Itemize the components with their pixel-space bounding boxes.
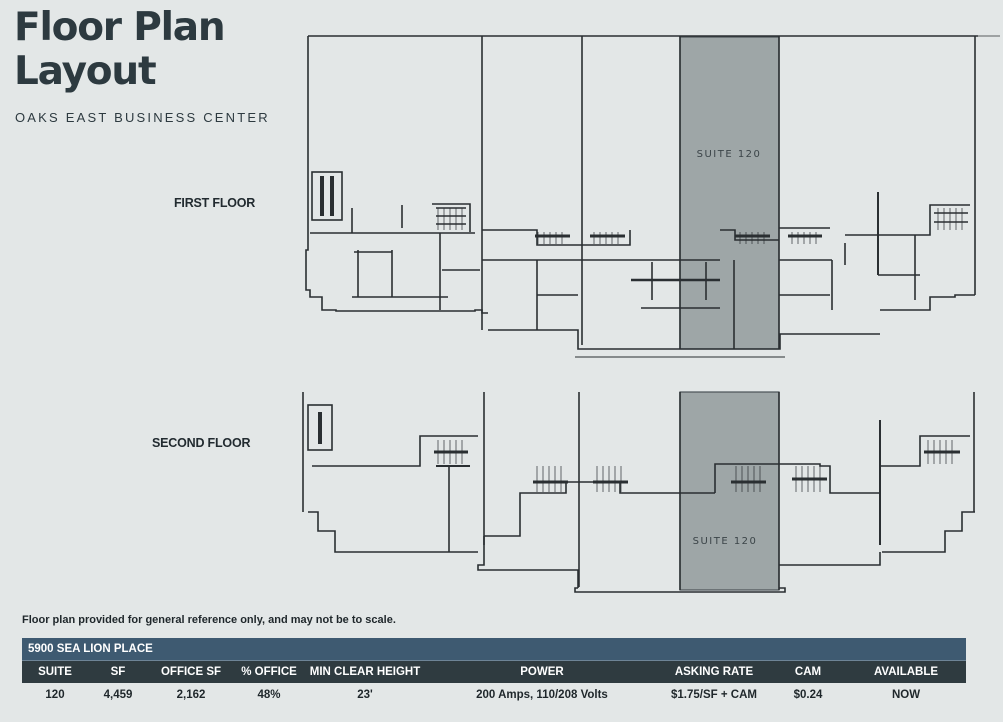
- table-caption-row: 5900 SEA LION PLACE: [22, 638, 966, 661]
- title-line-2: Layout: [14, 49, 157, 94]
- cell-available: NOW: [891, 689, 921, 701]
- suite-120-second-floor: [679, 391, 780, 591]
- cell-percent-office: 48%: [257, 689, 281, 701]
- first-floor-label: FIRST FLOOR: [174, 196, 256, 210]
- col-header-asking-rate: ASKING RATE: [658, 660, 770, 683]
- disclaimer-note: Floor plan provided for general referenc…: [22, 614, 396, 626]
- cell-min-clear-height: 23': [357, 689, 373, 701]
- suite-120-first-floor-label: SUITE 120: [697, 149, 762, 160]
- cell-office-sf: 2,162: [176, 689, 206, 701]
- col-header-available: AVAILABLE: [846, 660, 966, 683]
- second-floor-label: SECOND FLOOR: [152, 436, 251, 450]
- table-header-row: SUITE SF OFFICE SF % OFFICE MIN CLEAR HE…: [22, 660, 966, 683]
- page-title: Floor Plan Layout: [14, 5, 226, 94]
- suite-availability-table: 5900 SEA LION PLACE SUITE SF OFFICE SF %…: [22, 638, 966, 707]
- table-row: 120 4,459 2,162 48% 23' 200 Amps, 110/20…: [22, 683, 966, 707]
- suite-120-first-floor: [679, 36, 780, 350]
- title-line-1: Floor Plan: [14, 5, 226, 50]
- cell-sf: 4,459: [103, 689, 133, 701]
- cell-suite: 120: [45, 689, 65, 701]
- page-subtitle: OAKS EAST BUSINESS CENTER: [15, 110, 270, 125]
- col-header-min-clear-height: MIN CLEAR HEIGHT: [304, 660, 426, 683]
- cell-cam: $0.24: [793, 689, 823, 701]
- cell-power: 200 Amps, 110/208 Volts: [476, 689, 608, 701]
- col-header-power: POWER: [426, 660, 658, 683]
- col-header-sf: SF: [88, 660, 148, 683]
- col-header-cam: CAM: [770, 660, 846, 683]
- table-caption: 5900 SEA LION PLACE: [22, 638, 966, 661]
- suite-120-second-floor-label: SUITE 120: [693, 536, 758, 547]
- col-header-office-sf: OFFICE SF: [148, 660, 234, 683]
- col-header-percent-office: % OFFICE: [234, 660, 304, 683]
- col-header-suite: SUITE: [22, 660, 88, 683]
- cell-asking-rate: $1.75/SF + CAM: [671, 689, 757, 701]
